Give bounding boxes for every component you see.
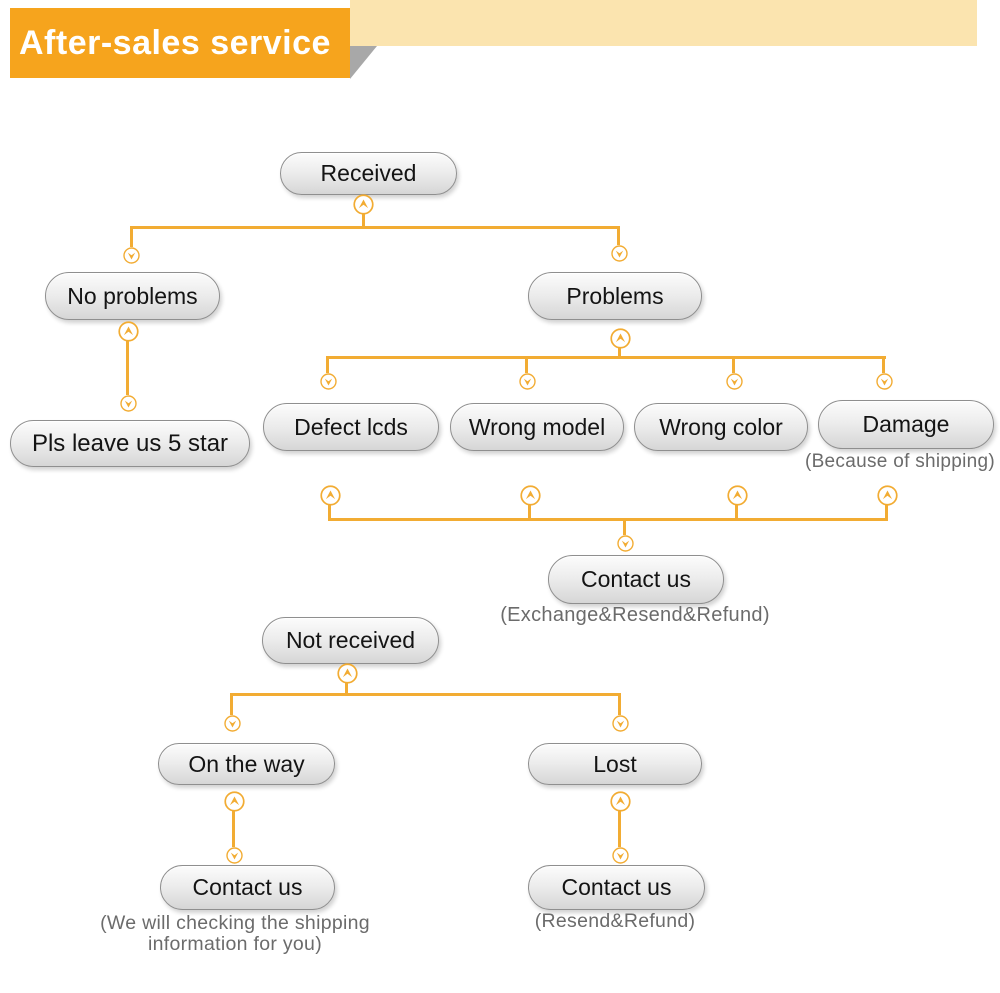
connector-line — [126, 341, 129, 395]
connector-line — [362, 214, 365, 227]
flow-node-defect-lcds: Defect lcds — [263, 403, 439, 451]
connector-line — [345, 683, 348, 695]
header-banner: After-sales service — [10, 8, 350, 78]
flow-node-contact-us-problems: Contact us — [548, 555, 724, 604]
arrow-up-icon — [320, 485, 341, 506]
flow-node-contact-us-lost: Contact us — [528, 865, 705, 910]
arrow-down-icon — [224, 715, 241, 732]
arrow-down-icon — [120, 395, 137, 412]
header-cream-strip — [350, 0, 977, 46]
header-fold-triangle — [350, 46, 377, 79]
flow-node-damage: Damage — [818, 400, 994, 449]
connector-line — [623, 521, 626, 535]
arrow-up-icon — [353, 194, 374, 215]
flow-node-lost: Lost — [528, 743, 702, 785]
connector-line — [525, 356, 528, 373]
arrow-down-icon — [226, 847, 243, 864]
arrow-up-icon — [610, 791, 631, 812]
flow-node-wrong-color: Wrong color — [634, 403, 808, 451]
connector-line — [326, 356, 329, 373]
arrow-up-icon — [610, 328, 631, 349]
flow-node-received: Received — [280, 152, 457, 195]
flow-node-leave-5-star: Pls leave us 5 star — [10, 420, 250, 467]
flow-caption-contact-problems: (Exchange&Resend&Refund) — [500, 604, 770, 626]
connector-line — [130, 226, 133, 247]
arrow-down-icon — [320, 373, 337, 390]
arrow-down-icon — [612, 847, 629, 864]
arrow-down-icon — [617, 535, 634, 552]
connector-line — [328, 505, 331, 520]
page-title: After-sales service — [19, 23, 331, 62]
connector-line — [618, 811, 621, 847]
arrow-down-icon — [726, 373, 743, 390]
connector-line — [232, 811, 235, 847]
flow-caption-contact-on-the-way: (We will checking the shipping informati… — [100, 912, 370, 956]
connector-line — [882, 356, 885, 373]
flow-node-wrong-model: Wrong model — [450, 403, 624, 451]
arrow-down-icon — [519, 373, 536, 390]
flow-node-not-received: Not received — [262, 617, 439, 664]
arrow-up-icon — [337, 663, 358, 684]
flow-caption-damage: (Because of shipping) — [804, 451, 996, 472]
connector-line — [230, 693, 621, 696]
flow-node-problems: Problems — [528, 272, 702, 320]
connector-line — [618, 693, 621, 715]
arrow-down-icon — [611, 245, 628, 262]
arrow-down-icon — [612, 715, 629, 732]
flow-node-no-problems: No problems — [45, 272, 220, 320]
arrow-up-icon — [877, 485, 898, 506]
flow-node-contact-us-on-the-way: Contact us — [160, 865, 335, 910]
connector-line — [732, 356, 735, 373]
connector-line — [328, 518, 888, 521]
connector-line — [617, 226, 620, 245]
connector-line — [618, 348, 621, 358]
arrow-up-icon — [727, 485, 748, 506]
flow-node-on-the-way: On the way — [158, 743, 335, 785]
connector-line — [735, 505, 738, 520]
arrow-up-icon — [118, 321, 139, 342]
arrow-down-icon — [123, 247, 140, 264]
flow-caption-contact-lost: (Resend&Refund) — [534, 910, 696, 932]
connector-line — [885, 505, 888, 520]
arrow-down-icon — [876, 373, 893, 390]
connector-line — [130, 226, 619, 229]
arrow-up-icon — [224, 791, 245, 812]
connector-line — [326, 356, 886, 359]
connector-line — [528, 505, 531, 520]
connector-line — [230, 693, 233, 715]
arrow-up-icon — [520, 485, 541, 506]
